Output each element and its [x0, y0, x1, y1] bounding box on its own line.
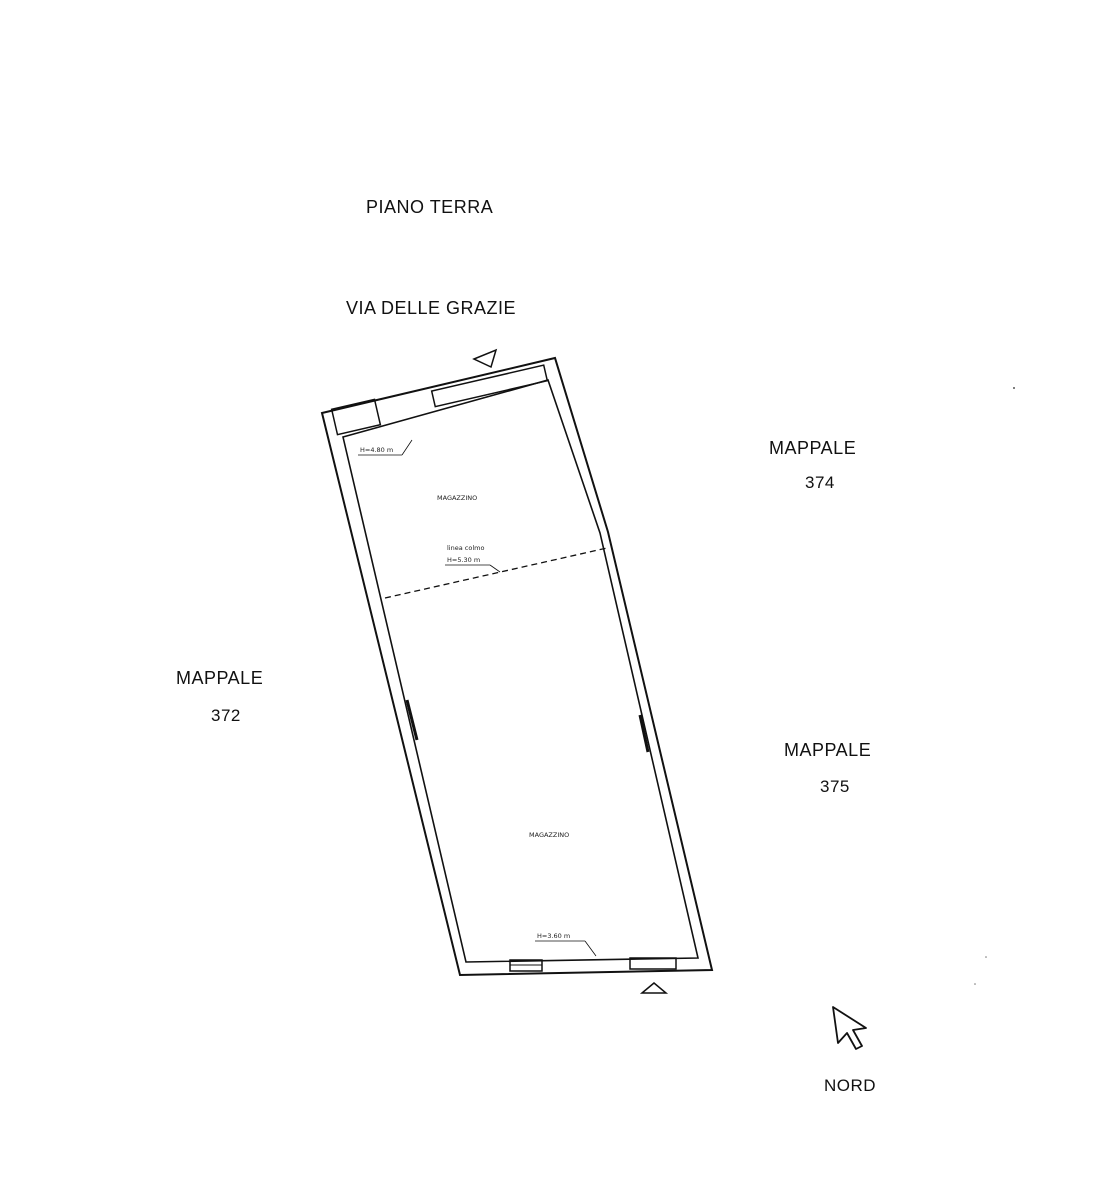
svg-text:H=3.60 m: H=3.60 m	[537, 932, 570, 940]
north-arrow-icon	[832, 1006, 867, 1050]
svg-text:H=5.30 m: H=5.30 m	[447, 556, 480, 564]
north-label: NORD	[824, 1076, 877, 1095]
entrance-triangle-icon	[472, 348, 498, 369]
parcel-372-name: MAPPALE	[176, 668, 264, 688]
entrance-bottom-triangle-icon	[639, 982, 669, 994]
door-bottom-right	[629, 957, 677, 970]
roof-ridge-line	[384, 547, 608, 599]
parcel-375-number: 375	[820, 777, 850, 796]
svg-text:linea colmo: linea colmo	[447, 544, 484, 552]
height-note-upper: H=4.80 m	[358, 439, 413, 456]
height-note-ridge: linea colmo H=5.30 m	[445, 544, 501, 573]
parcel-374-number: 374	[805, 473, 835, 492]
door-top-right	[430, 364, 549, 408]
outer-wall	[320, 356, 714, 977]
height-note-lower: H=3.60 m	[535, 932, 597, 957]
parcel-372-number: 372	[211, 706, 241, 725]
room-label-lower: MAGAZZINO	[529, 831, 569, 839]
door-top-left	[330, 398, 382, 436]
room-label-upper: MAGAZZINO	[437, 494, 477, 502]
window-right	[638, 714, 650, 753]
street-name: VIA DELLE GRAZIE	[346, 298, 517, 318]
parcel-375-name: MAPPALE	[784, 740, 872, 760]
inner-wall	[342, 379, 700, 963]
floor-title: PIANO TERRA	[366, 197, 494, 217]
svg-text:H=4.80 m: H=4.80 m	[360, 446, 393, 454]
window-left	[405, 699, 419, 741]
parcel-374-name: MAPPALE	[769, 438, 857, 458]
